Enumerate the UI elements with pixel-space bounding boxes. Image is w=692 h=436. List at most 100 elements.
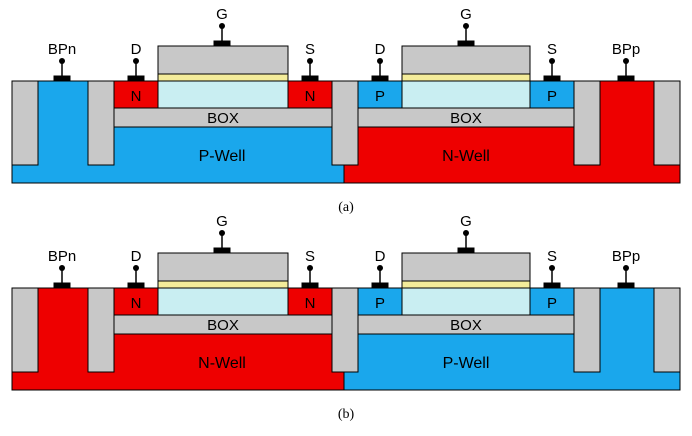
sti-4 [573, 287, 601, 373]
terminal-bp-right-label: BPp [612, 248, 640, 265]
nmos-drain-region-label: N [131, 88, 142, 105]
terminal-bp-left-node [59, 58, 65, 64]
terminal-nmos-drain-contact [127, 75, 145, 82]
terminal-pmos-gate: G [457, 213, 475, 254]
terminal-pmos-source-contact [543, 282, 561, 289]
terminal-bp-left-label: BPn [48, 248, 76, 265]
terminal-pmos-source-node [549, 58, 555, 64]
nmos-source-region-label: N [305, 88, 316, 105]
terminal-pmos-gate-node [463, 23, 469, 29]
terminal-bp-right-label: BPp [612, 41, 640, 58]
left-well-label: N-Well [198, 355, 246, 372]
terminal-nmos-drain-node [133, 265, 139, 271]
sti-3 [331, 287, 359, 373]
nmos-channel [157, 287, 289, 316]
terminal-bp-left: BPn [48, 248, 76, 289]
sti-2 [87, 80, 115, 166]
terminal-nmos-gate-label: G [216, 6, 228, 23]
pmos-source-region [529, 287, 575, 316]
box-label-right: BOX [450, 317, 482, 334]
terminal-nmos-gate-contact [213, 247, 231, 254]
terminal-pmos-gate-label: G [460, 213, 472, 230]
pmos-gate-stack [401, 252, 531, 282]
terminal-bp-right-node [623, 265, 629, 271]
sti-3 [331, 80, 359, 166]
terminal-nmos-source: S [301, 41, 319, 82]
terminal-pmos-drain-label: D [375, 41, 386, 58]
terminal-nmos-drain-node [133, 58, 139, 64]
sti-5 [653, 287, 681, 373]
pmos-gate-oxide [401, 73, 531, 82]
nmos-source-region-label: N [305, 295, 316, 312]
figure-caption: (a) [338, 200, 354, 215]
pmos-gate-oxide [401, 280, 531, 289]
pmos-gate-stack [401, 45, 531, 75]
figure-b: BOX BOX N-Well P-Well N N P P BPn D G S D G S BPp (b) [11, 213, 681, 422]
sti-5 [653, 80, 681, 166]
terminal-pmos-gate-label: G [460, 6, 472, 23]
pmos-source-region [529, 80, 575, 109]
box-label-left: BOX [207, 317, 239, 334]
terminal-bp-left-contact [53, 282, 71, 289]
terminal-nmos-drain-contact [127, 282, 145, 289]
terminal-bp-right: BPp [612, 248, 640, 289]
terminal-bp-right-node [623, 58, 629, 64]
pmos-channel [401, 287, 531, 316]
terminal-pmos-drain-node [377, 58, 383, 64]
terminal-pmos-gate-node [463, 230, 469, 236]
figure-caption: (b) [338, 407, 355, 422]
terminal-pmos-drain-node [377, 265, 383, 271]
pmos-drain-region-label: P [375, 295, 385, 312]
terminal-bp-left-contact [53, 75, 71, 82]
terminal-nmos-source-contact [301, 282, 319, 289]
terminal-pmos-source: S [543, 41, 561, 82]
left-well-label: P-Well [199, 148, 246, 165]
terminal-pmos-gate-contact [457, 247, 475, 254]
pmos-drain-region [357, 287, 403, 316]
terminal-pmos-source-contact [543, 75, 561, 82]
terminal-bp-left-label: BPn [48, 41, 76, 58]
terminal-nmos-gate: G [213, 6, 231, 47]
terminal-bp-left-node [59, 265, 65, 271]
terminal-nmos-source-label: S [305, 248, 315, 265]
pmos-drain-region-label: P [375, 88, 385, 105]
nmos-gate-stack [157, 252, 289, 282]
sti-4 [573, 80, 601, 166]
box-label-right: BOX [450, 110, 482, 127]
sti-2 [87, 287, 115, 373]
terminal-nmos-gate-node [219, 23, 225, 29]
terminal-bp-right-contact [617, 75, 635, 82]
terminal-pmos-gate-contact [457, 40, 475, 47]
pmos-channel [401, 80, 531, 109]
nmos-drain-region-label: N [131, 295, 142, 312]
terminal-pmos-source-label: S [547, 248, 557, 265]
terminal-nmos-source-node [307, 58, 313, 64]
terminal-pmos-drain-contact [371, 282, 389, 289]
nmos-gate-oxide [157, 73, 289, 82]
terminal-nmos-drain: D [127, 41, 145, 82]
nmos-channel [157, 80, 289, 109]
terminal-pmos-gate: G [457, 6, 475, 47]
terminal-pmos-drain: D [371, 248, 389, 289]
terminal-pmos-drain: D [371, 41, 389, 82]
nmos-gate-oxide [157, 280, 289, 289]
terminal-pmos-source-label: S [547, 41, 557, 58]
terminal-nmos-source-label: S [305, 41, 315, 58]
terminal-bp-right-contact [617, 282, 635, 289]
terminal-nmos-gate: G [213, 213, 231, 254]
pmos-source-region-label: P [547, 295, 557, 312]
terminal-nmos-source: S [301, 248, 319, 289]
terminal-pmos-source: S [543, 248, 561, 289]
terminal-nmos-drain: D [127, 248, 145, 289]
box-label-left: BOX [207, 110, 239, 127]
terminal-bp-left: BPn [48, 41, 76, 82]
right-well-label: P-Well [443, 355, 490, 372]
terminal-nmos-gate-contact [213, 40, 231, 47]
sti-1 [11, 287, 39, 373]
terminal-nmos-drain-label: D [131, 248, 142, 265]
sti-1 [11, 80, 39, 166]
terminal-nmos-source-node [307, 265, 313, 271]
terminal-pmos-drain-label: D [375, 248, 386, 265]
pmos-source-region-label: P [547, 88, 557, 105]
